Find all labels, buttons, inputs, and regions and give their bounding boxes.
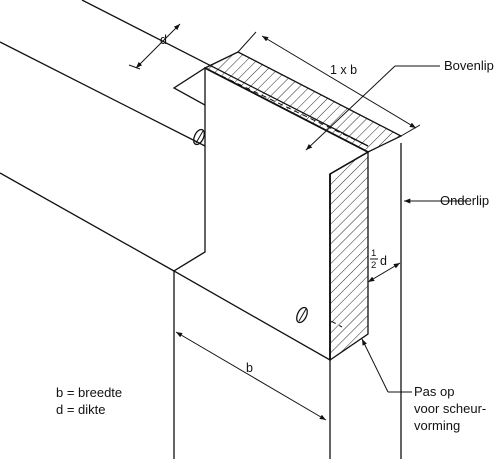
dowel-hole-upper xyxy=(193,128,205,146)
leader-pas-op-arrow xyxy=(361,338,389,393)
dimension-1xb: 1 x b xyxy=(237,31,421,137)
label-pas-op-1: Pas op xyxy=(414,384,454,399)
dim-d-label: d xyxy=(160,33,167,47)
dim-1xb-ext-right xyxy=(400,124,421,137)
dim-half-den: 2 xyxy=(371,260,376,271)
legend-breedte: b = breedte xyxy=(56,385,122,400)
label-pas-op-3: vorming xyxy=(414,418,460,433)
label-bovenlip: Bovenlip xyxy=(444,58,494,73)
dim-d-line xyxy=(135,23,181,69)
dim-1xb-label: 1 x b xyxy=(330,63,357,77)
label-pas-op-2: voor scheur- xyxy=(414,401,486,416)
upper-lip-end-face xyxy=(329,150,369,362)
label-onderlip: Onderlip xyxy=(440,193,489,208)
dowel-holes xyxy=(193,128,308,324)
beam-top-front-edge xyxy=(0,41,206,147)
callout-pas-op: Pas op voor scheur- vorming xyxy=(361,338,486,433)
dim-half-num: 1 xyxy=(371,248,376,259)
dim-b-label: b xyxy=(246,361,253,375)
legend-dikte: d = dikte xyxy=(56,402,106,417)
dimension-b: b xyxy=(175,331,327,421)
callout-bovenlip: Bovenlip xyxy=(305,58,494,151)
dowel-hole-lower-mark xyxy=(298,308,307,322)
legend: b = breedte d = dikte xyxy=(56,385,122,417)
leader-bovenlip-arrow xyxy=(305,65,396,151)
dimension-d: d xyxy=(128,23,181,70)
callout-onderlip: Onderlip xyxy=(404,193,489,208)
dim-half-d-line xyxy=(367,262,401,283)
dowel-hole-lower xyxy=(296,306,308,324)
dowel-hole-upper-mark xyxy=(195,130,204,144)
dim-b-line xyxy=(175,331,327,421)
beam-bottom-edge xyxy=(0,172,175,272)
dim-d-ext xyxy=(128,64,141,70)
dimension-half-d: 1 2 d xyxy=(367,248,401,283)
dim-half-d: d xyxy=(380,254,387,268)
dim-1xb-ext-left xyxy=(237,31,257,53)
dim-1xb-line xyxy=(261,35,417,129)
